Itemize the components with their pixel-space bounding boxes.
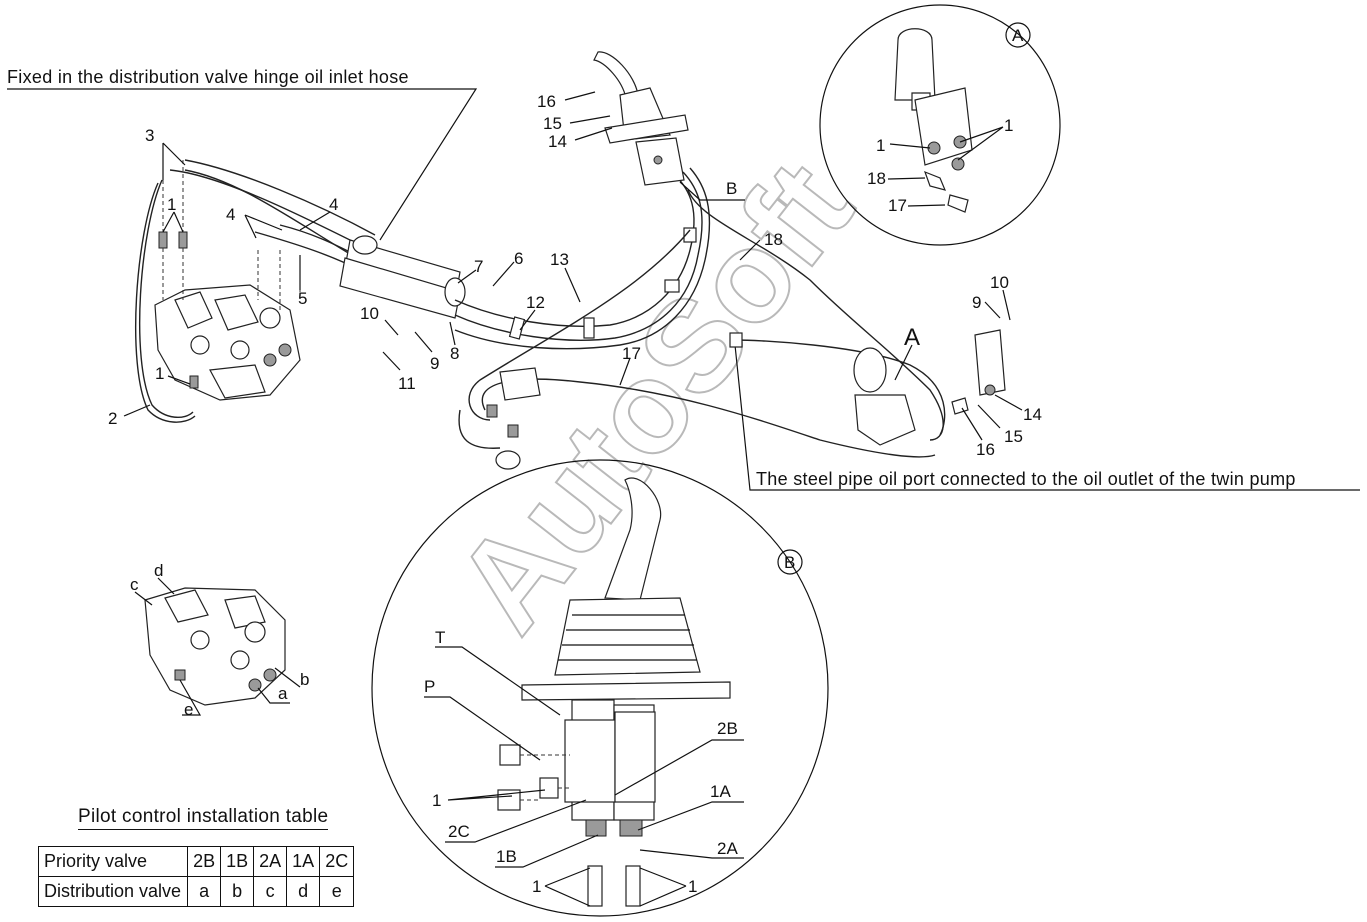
row-label: Priority valve	[37, 846, 189, 877]
callout-18: 18	[867, 169, 886, 188]
callout-1: 1	[432, 791, 441, 810]
steel-pipe-label: The steel pipe oil port connected to the…	[756, 469, 1296, 489]
table-cell: 2B	[187, 846, 222, 877]
installation-table: Priority valve 2B 1B 2A 1A 2C Distributi…	[37, 846, 355, 907]
callout-12: 12	[526, 293, 545, 312]
table-cell: d	[286, 876, 321, 907]
callout-1: 1	[688, 877, 697, 896]
clamp-assembly	[339, 167, 711, 421]
table-cell: 1B	[220, 846, 255, 877]
table-row: Distribution valve a b c d e	[37, 876, 355, 907]
callout-t: T	[435, 628, 445, 647]
callout-9: 9	[430, 354, 439, 373]
callout-7: 7	[474, 257, 483, 276]
callout-14: 14	[1023, 405, 1042, 424]
callout-11: 11	[398, 374, 416, 393]
callout-5: 5	[298, 289, 307, 308]
hose-18	[687, 189, 944, 441]
distribution-valve-ports	[144, 587, 286, 706]
callouts-ports: c d b a e	[130, 561, 309, 719]
steel-pipe-leader	[734, 344, 1360, 491]
detail-a-marker	[1005, 22, 1031, 48]
hinge-hose-annotation: Fixed in the distribution valve hinge oi…	[7, 67, 478, 241]
callout-1a: 1A	[710, 782, 731, 801]
callout-1: 1	[155, 364, 164, 383]
callout-17: 17	[622, 344, 641, 363]
callout-17: 17	[888, 196, 907, 215]
hinge-hose-label: Fixed in the distribution valve hinge oi…	[7, 67, 409, 87]
table-cell: 2C	[319, 846, 355, 877]
callout-10: 10	[360, 304, 379, 323]
detail-b	[371, 459, 829, 917]
detail-a	[819, 4, 1061, 246]
callout-16: 16	[537, 92, 556, 111]
callout-1: 1	[532, 877, 541, 896]
callout-4: 4	[329, 195, 338, 214]
pilot-joystick-main	[593, 51, 689, 186]
table-cell: c	[253, 876, 288, 907]
callout-2c: 2C	[448, 822, 470, 841]
callout-a: A	[1012, 26, 1024, 45]
distribution-valve	[154, 284, 301, 401]
watermark-text: AutoSoft	[427, 135, 880, 657]
callout-15: 15	[1004, 427, 1023, 446]
callout-2a: 2A	[717, 839, 738, 858]
leader-lines	[123, 91, 1023, 907]
watermark: AutoSoft	[426, 134, 881, 658]
hinge-hose-leader	[7, 88, 478, 241]
table-cell: a	[187, 876, 222, 907]
callout-a: A	[904, 324, 920, 351]
port-d: d	[154, 561, 163, 580]
callout-9: 9	[972, 293, 981, 312]
callout-1: 1	[876, 136, 885, 155]
installation-table-title: Pilot control installation table	[78, 806, 329, 830]
row-label: Distribution valve	[37, 876, 189, 907]
lower-pipework	[458, 367, 541, 470]
callout-8: 8	[450, 344, 459, 363]
table-row: Priority valve 2B 1B 2A 1A 2C	[37, 846, 355, 877]
callout-13: 13	[550, 250, 569, 269]
callout-1b: 1B	[496, 847, 517, 866]
callout-b: B	[726, 179, 737, 198]
detail-b-marker	[777, 549, 803, 575]
port-a: a	[278, 684, 288, 703]
callout-p: P	[424, 677, 435, 696]
callouts-detail-b: B T P 1 2B 2C 1B 1A 2A 1 1	[424, 553, 795, 896]
callout-2b: 2B	[717, 719, 738, 738]
callouts-main: 3 1 4 4 5 2 1 7 6 13 12 10 9 8 11 16 15 …	[108, 92, 1042, 459]
callout-3: 3	[145, 126, 154, 145]
callout-1: 1	[1004, 116, 1013, 135]
table-cell: 2A	[253, 846, 288, 877]
callout-18: 18	[764, 230, 783, 249]
callout-6: 6	[514, 249, 523, 268]
table-cell: 1A	[286, 846, 321, 877]
callouts-detail-a: A 1 1 18 17	[867, 26, 1024, 215]
port-c: c	[130, 575, 139, 594]
callout-15: 15	[543, 114, 562, 133]
port-e: e	[184, 700, 193, 719]
callout-2: 2	[108, 409, 117, 428]
callout-16: 16	[976, 440, 995, 459]
callout-4: 4	[226, 205, 235, 224]
steel-pipe-annotation: The steel pipe oil port connected to the…	[734, 344, 1360, 491]
callout-14: 14	[548, 132, 567, 151]
accumulator-assembly-main	[729, 329, 1006, 446]
callout-1: 1	[167, 195, 176, 214]
callout-b: B	[784, 553, 795, 572]
table-cell: e	[319, 876, 355, 907]
callout-10: 10	[990, 273, 1009, 292]
table-cell: b	[220, 876, 255, 907]
port-b: b	[300, 670, 309, 689]
